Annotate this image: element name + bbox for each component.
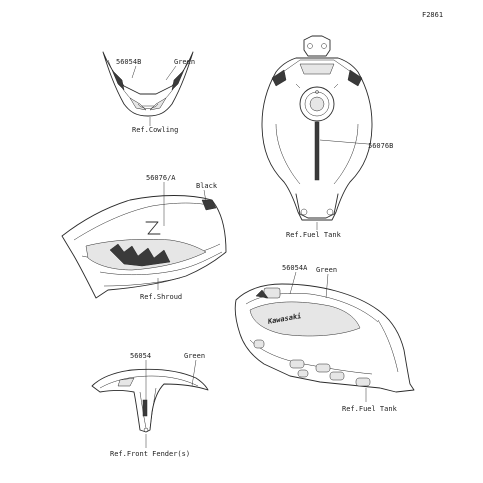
fuel-tank-top-drawing — [261, 35, 373, 221]
shroud-reference: Ref.Shroud — [140, 293, 182, 301]
fuel-tank-side-drawing — [234, 283, 415, 393]
front-fender-reference: Ref.Front Fender(s) — [110, 450, 190, 458]
cowling-reference: Ref.Cowling — [132, 126, 178, 134]
fuel-tank-side-color: Green — [316, 266, 337, 274]
fuel-tank-side-reference: Ref.Fuel Tank — [342, 405, 398, 413]
shroud-part-number: 56076/A — [146, 174, 176, 182]
front-fender-part-number: 56054 — [130, 352, 151, 360]
shroud-color: Black — [196, 182, 218, 190]
front-fender-decal-drawing — [91, 368, 209, 433]
fuel-tank-top-part-number: 56076B — [368, 142, 393, 150]
cowling-decal-drawing — [102, 51, 194, 117]
shroud-decal-drawing — [61, 195, 227, 299]
fuel-tank-side-part-number: 56054A — [282, 264, 308, 272]
front-fender-color: Green — [184, 352, 205, 360]
fuel-tank-top-reference: Ref.Fuel Tank — [286, 231, 342, 239]
figure-code: F2861 — [422, 11, 443, 19]
cowling-color: Green — [174, 58, 195, 66]
cowling-part-number: 56054B — [116, 58, 141, 66]
